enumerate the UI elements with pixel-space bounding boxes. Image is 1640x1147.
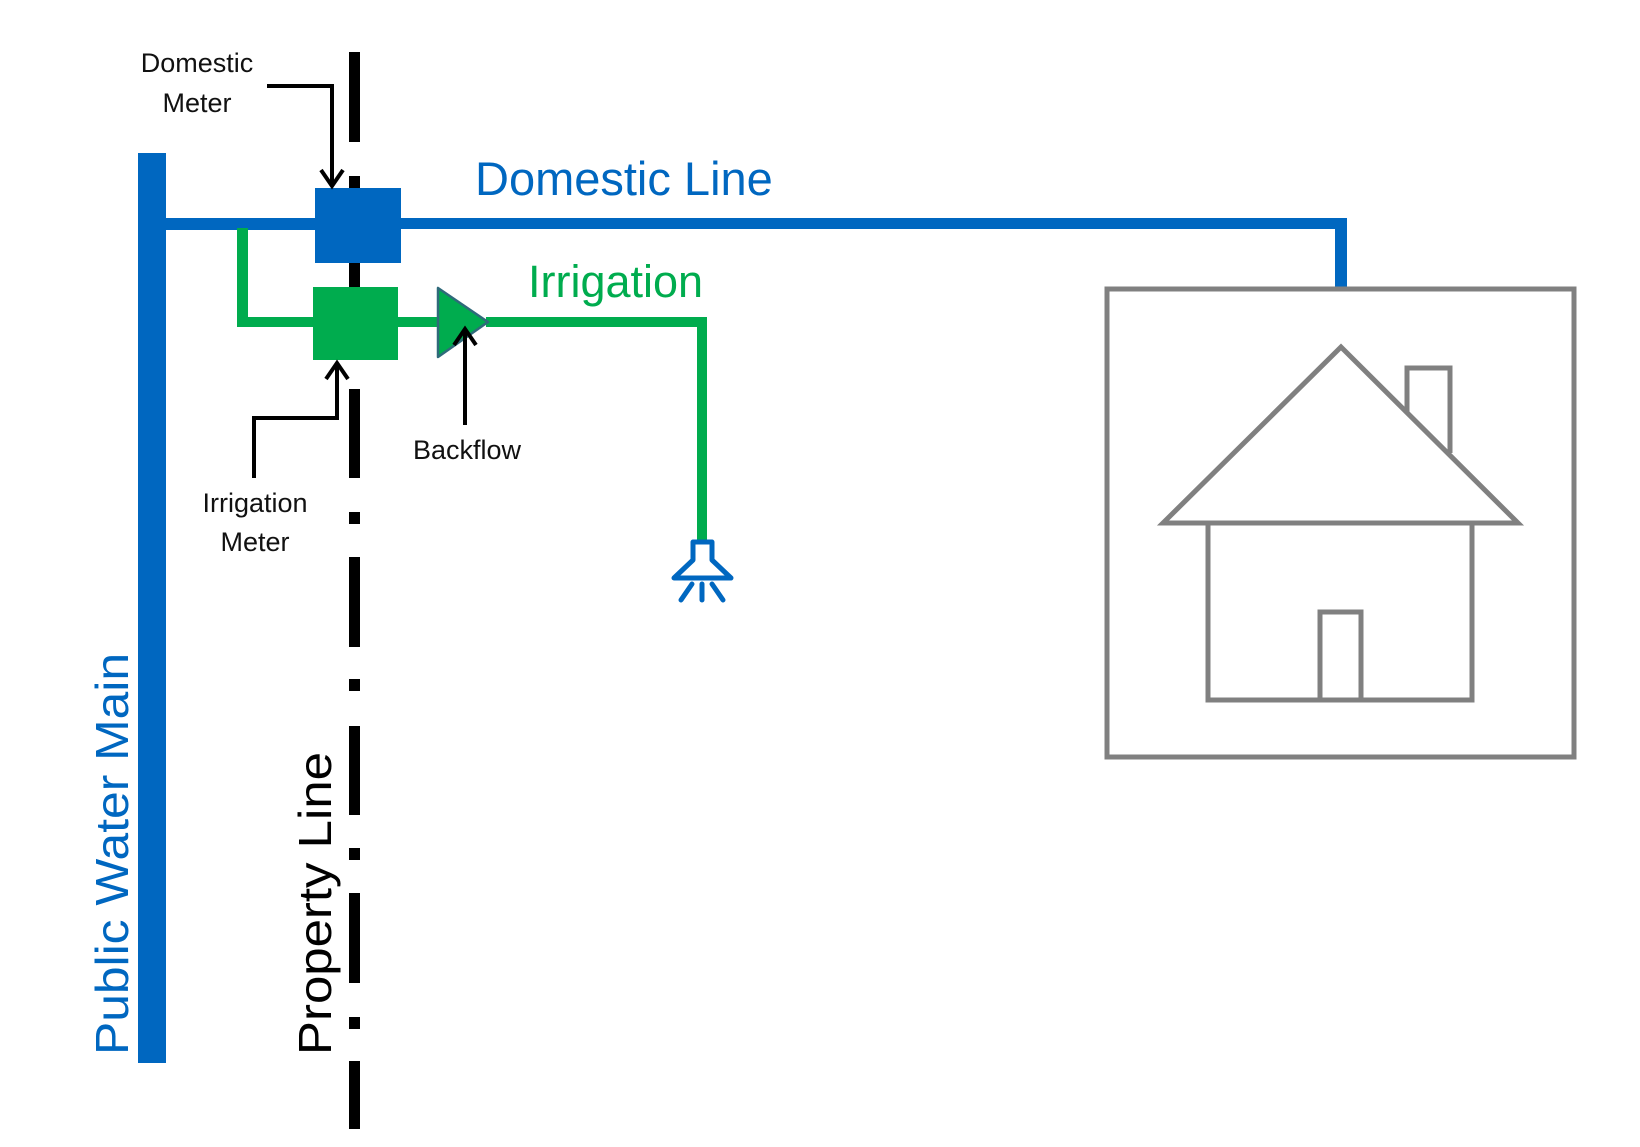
domestic-meter-box xyxy=(315,188,401,263)
irrigation-line-drop xyxy=(697,317,707,542)
house-walls xyxy=(1205,523,1475,703)
irrigation-meter-leader xyxy=(252,364,339,478)
spray-line xyxy=(678,581,695,603)
property-line-dash xyxy=(349,262,360,288)
property-line-dash xyxy=(349,52,360,142)
irrigation-line-segment xyxy=(237,317,317,327)
house-door xyxy=(1317,609,1364,700)
domestic-line-label: Domestic Line xyxy=(475,152,773,205)
irrigation-line xyxy=(237,228,707,542)
public-water-main-label: Public Water Main xyxy=(86,653,138,1055)
domestic-meter-leader xyxy=(267,84,334,184)
leader-arrows xyxy=(252,84,478,478)
irrigation-line-label: Irrigation xyxy=(528,256,703,307)
irrigation-line-segment xyxy=(486,317,707,327)
domestic-line-segment xyxy=(398,218,1347,229)
property-line-dash xyxy=(349,389,360,478)
domestic-line xyxy=(160,218,1347,288)
house-icon xyxy=(1104,286,1577,760)
property-line-dash xyxy=(349,557,360,647)
public-water-main-pipe xyxy=(138,153,166,1063)
property-line-dot xyxy=(349,176,360,188)
backflow-arrowhead xyxy=(452,325,478,347)
property-line-dot xyxy=(349,1017,360,1029)
irrigation-meter-label-line1: Irrigation xyxy=(202,488,307,518)
irrigation-line-segment xyxy=(237,228,248,327)
sprinkler-head-icon xyxy=(671,539,734,603)
irrigation-meter-label-line2: Meter xyxy=(220,527,289,557)
property-line-dash xyxy=(349,1061,360,1129)
domestic-meter-label-line2: Meter xyxy=(162,88,231,118)
property-line-dash xyxy=(349,726,360,815)
irrigation-meter-box xyxy=(313,287,398,360)
property-line-dash xyxy=(349,893,360,983)
domestic-line-segment xyxy=(160,218,320,230)
spray-line xyxy=(709,581,726,603)
domestic-line-drop xyxy=(1335,218,1347,288)
property-lot-outline xyxy=(1104,286,1577,760)
house-roof xyxy=(1156,343,1525,526)
irrigation-line-segment xyxy=(396,317,440,327)
property-line-dot xyxy=(349,848,360,860)
property-line xyxy=(349,52,360,1129)
property-line-dot xyxy=(349,512,360,524)
property-line-dot xyxy=(349,679,360,691)
house-chimney xyxy=(1404,365,1453,453)
sprinkler-body xyxy=(671,539,734,581)
irrigation-meter-arrowhead xyxy=(324,359,350,381)
backflow-label: Backflow xyxy=(413,435,522,465)
property-line-label: Property Line xyxy=(289,752,341,1055)
domestic-meter-arrowhead xyxy=(319,168,345,190)
domestic-meter-label-line1: Domestic xyxy=(141,48,254,78)
